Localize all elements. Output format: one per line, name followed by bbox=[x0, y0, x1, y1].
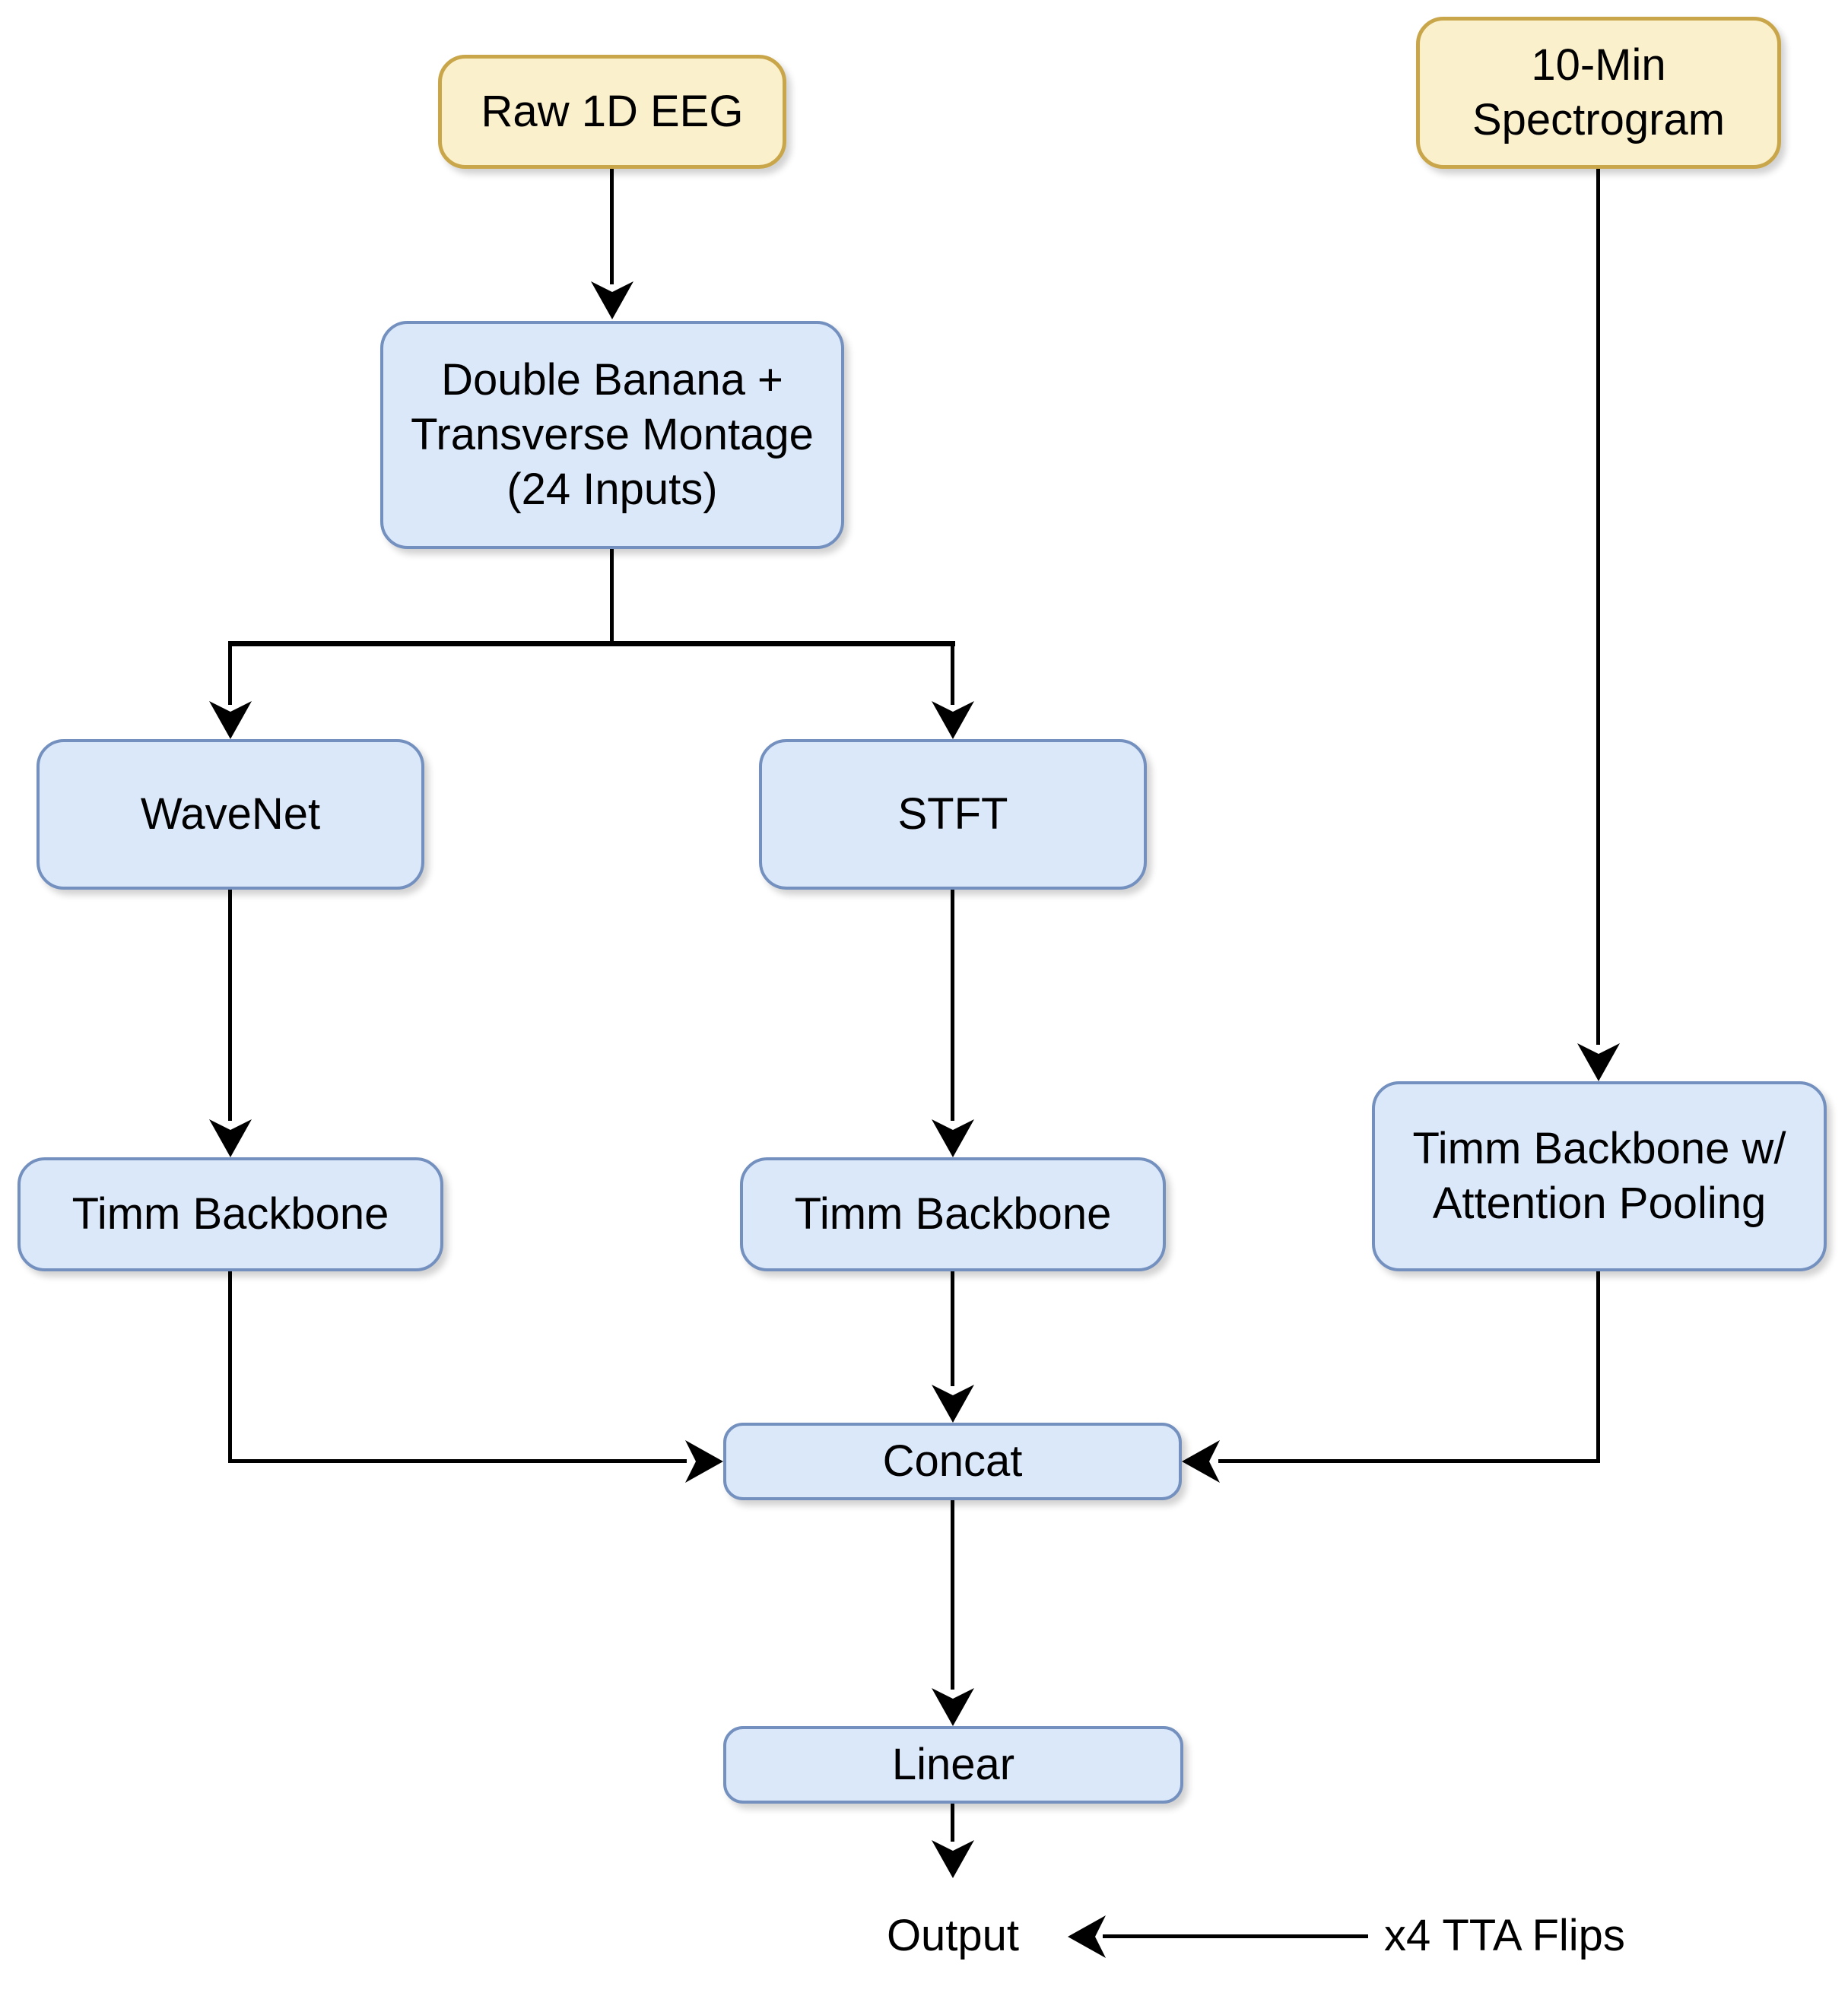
node-timm-backbone-attention-pooling: Timm Backbone w/ Attention Pooling bbox=[1372, 1081, 1827, 1271]
node-timm-ap-line1: Timm Backbone w/ bbox=[1412, 1124, 1786, 1173]
arrow-line bbox=[228, 1271, 232, 1463]
node-timm-backbone-mid-label: Timm Backbone bbox=[794, 1189, 1112, 1239]
branch-line bbox=[228, 641, 955, 646]
arrow-line bbox=[1103, 1934, 1368, 1938]
arrowhead-down-icon bbox=[932, 1688, 974, 1726]
node-concat: Concat bbox=[723, 1423, 1182, 1500]
arrowhead-down-icon bbox=[932, 1119, 974, 1157]
node-stft: STFT bbox=[759, 739, 1147, 890]
node-concat-label: Concat bbox=[882, 1436, 1023, 1486]
arrow-line bbox=[951, 641, 954, 705]
node-10-min-spectrogram: 10-Min Spectrogram bbox=[1416, 17, 1781, 169]
arrow-line bbox=[951, 1271, 954, 1386]
node-timm-ap-line2: Attention Pooling bbox=[1432, 1179, 1767, 1228]
arrow-line bbox=[951, 1500, 954, 1690]
arrow-line bbox=[951, 890, 954, 1121]
node-timm-backbone-left-label: Timm Backbone bbox=[71, 1189, 389, 1239]
arrow-line bbox=[951, 1804, 954, 1842]
node-linear: Linear bbox=[723, 1726, 1183, 1804]
arrow-line bbox=[228, 641, 232, 705]
node-stft-label: STFT bbox=[897, 789, 1008, 839]
node-timm-backbone-left: Timm Backbone bbox=[17, 1157, 443, 1271]
node-montage-line3: (24 Inputs) bbox=[506, 465, 718, 514]
node-linear-label: Linear bbox=[891, 1740, 1015, 1789]
node-timm-backbone-mid: Timm Backbone bbox=[740, 1157, 1166, 1271]
node-wavenet-label: WaveNet bbox=[140, 789, 321, 839]
arrowhead-down-icon bbox=[932, 1840, 974, 1878]
node-wavenet: WaveNet bbox=[37, 739, 424, 890]
tta-flips-label: x4 TTA Flips bbox=[1384, 1911, 1625, 1960]
arrowhead-left-icon bbox=[1182, 1440, 1220, 1483]
node-10-min-spectrogram-line1: 10-Min bbox=[1531, 40, 1666, 90]
arrowhead-down-icon bbox=[932, 701, 974, 739]
arrowhead-right-icon bbox=[685, 1440, 723, 1483]
arrow-line bbox=[228, 890, 232, 1121]
arrow-line bbox=[228, 1459, 687, 1463]
arrowhead-down-icon bbox=[209, 1119, 252, 1157]
arrow-line bbox=[1218, 1459, 1600, 1463]
arrowhead-down-icon bbox=[1577, 1043, 1620, 1081]
arrowhead-down-icon bbox=[209, 701, 252, 739]
arrowhead-down-icon bbox=[932, 1385, 974, 1423]
arrowhead-down-icon bbox=[591, 281, 633, 319]
node-raw-1d-eeg: Raw 1D EEG bbox=[438, 55, 786, 169]
arrow-line bbox=[1596, 169, 1600, 1045]
node-montage-line2: Transverse Montage bbox=[411, 410, 814, 459]
node-raw-1d-eeg-label: Raw 1D EEG bbox=[481, 87, 744, 136]
arrow-line bbox=[610, 169, 614, 284]
node-10-min-spectrogram-line2: Spectrogram bbox=[1472, 95, 1726, 144]
node-montage: Double Banana + Transverse Montage (24 I… bbox=[380, 321, 844, 549]
arrow-line bbox=[610, 549, 614, 645]
output-label: Output bbox=[886, 1911, 1020, 1960]
arrow-line bbox=[1596, 1271, 1600, 1463]
node-montage-line1: Double Banana + bbox=[441, 355, 783, 405]
